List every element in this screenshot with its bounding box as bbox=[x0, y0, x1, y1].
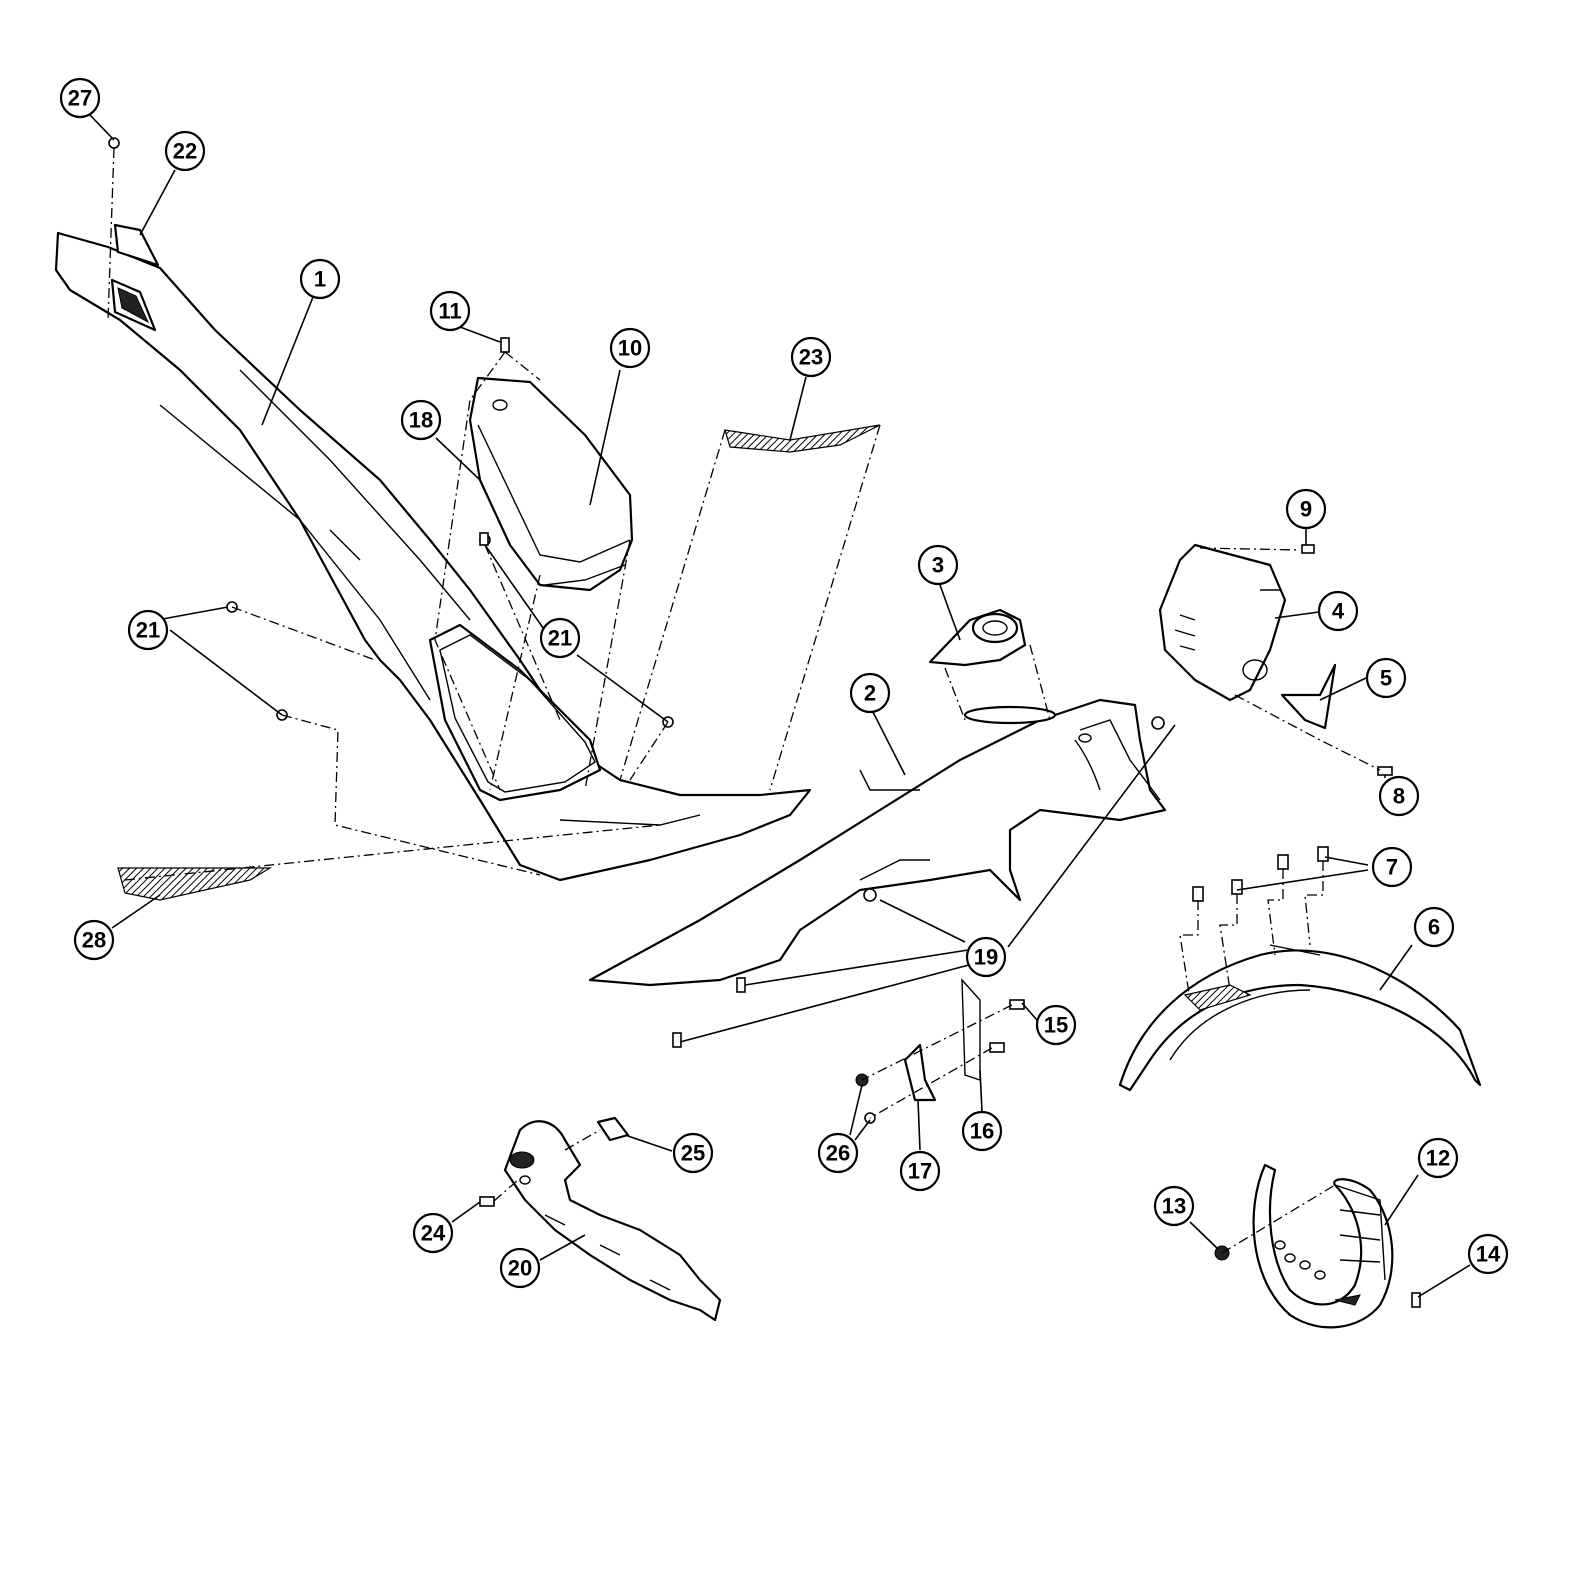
svg-text:20: 20 bbox=[508, 1256, 532, 1281]
callouts: 27 22 1 11 10 23 18 9 3 4 21 21 5 2 8 7 … bbox=[59, 77, 1509, 1289]
callout-23: 23 bbox=[790, 336, 832, 378]
callout-19: 19 bbox=[965, 936, 1007, 978]
svg-text:21: 21 bbox=[548, 626, 572, 651]
callout-22: 22 bbox=[164, 130, 206, 172]
bolt-7-d bbox=[1317, 846, 1329, 862]
callout-16: 16 bbox=[961, 1110, 1003, 1152]
bolt-14 bbox=[1411, 1292, 1421, 1308]
part-10-upper-cover bbox=[468, 376, 634, 592]
svg-text:15: 15 bbox=[1044, 1013, 1068, 1038]
callout-28: 28 bbox=[73, 919, 115, 961]
svg-text:25: 25 bbox=[681, 1141, 705, 1166]
svg-text:7: 7 bbox=[1386, 855, 1398, 880]
bolt-18 bbox=[479, 532, 489, 546]
svg-text:9: 9 bbox=[1300, 497, 1312, 522]
callout-26: 26 bbox=[817, 1132, 859, 1174]
svg-text:24: 24 bbox=[421, 1221, 446, 1246]
svg-text:18: 18 bbox=[409, 408, 433, 433]
callout-5: 5 bbox=[1365, 657, 1407, 699]
svg-text:8: 8 bbox=[1393, 784, 1405, 809]
part-12-disc-guard bbox=[1252, 1163, 1394, 1329]
callout-7: 7 bbox=[1371, 846, 1413, 888]
svg-text:3: 3 bbox=[932, 553, 944, 578]
svg-text:2: 2 bbox=[864, 681, 876, 706]
callout-6: 6 bbox=[1413, 906, 1455, 948]
callout-21-left: 21 bbox=[127, 609, 169, 651]
part-6-front-fender bbox=[1118, 944, 1482, 1092]
assembly-lines bbox=[107, 147, 1381, 1254]
callout-15: 15 bbox=[1035, 1004, 1077, 1046]
svg-text:14: 14 bbox=[1476, 1242, 1501, 1267]
part-1-side-cover bbox=[54, 231, 812, 882]
bolt-8 bbox=[1377, 766, 1393, 776]
callout-8: 8 bbox=[1378, 775, 1420, 817]
svg-text:4: 4 bbox=[1332, 599, 1345, 624]
bolt-19-c bbox=[736, 977, 746, 993]
bolt-19-d bbox=[672, 1032, 682, 1048]
callout-20: 20 bbox=[499, 1247, 541, 1289]
part-5-bracket-plate bbox=[1280, 663, 1337, 730]
part-2-floor-cover bbox=[588, 698, 1167, 987]
bolt-15-a bbox=[1009, 999, 1025, 1010]
callout-14: 14 bbox=[1467, 1233, 1509, 1275]
part-3-filler-neck bbox=[928, 608, 1057, 725]
leader-lines bbox=[89, 114, 1471, 1298]
svg-text:17: 17 bbox=[908, 1159, 932, 1184]
callout-3: 3 bbox=[917, 544, 959, 586]
part-25-clip bbox=[596, 1116, 630, 1142]
callout-10: 10 bbox=[609, 327, 651, 369]
svg-text:22: 22 bbox=[173, 139, 197, 164]
callout-17: 17 bbox=[899, 1150, 941, 1192]
svg-text:13: 13 bbox=[1162, 1194, 1186, 1219]
bolt-19-a bbox=[1151, 716, 1165, 730]
callout-13: 13 bbox=[1153, 1185, 1195, 1227]
bolt-24 bbox=[479, 1196, 495, 1207]
callout-18: 18 bbox=[400, 399, 442, 441]
part-17-bracket bbox=[903, 1043, 937, 1102]
svg-text:19: 19 bbox=[974, 945, 998, 970]
svg-text:12: 12 bbox=[1426, 1146, 1450, 1171]
part-16-bracket bbox=[961, 978, 981, 1081]
svg-text:5: 5 bbox=[1380, 666, 1392, 691]
svg-text:16: 16 bbox=[970, 1119, 994, 1144]
callout-27: 27 bbox=[59, 77, 101, 119]
svg-text:11: 11 bbox=[438, 299, 461, 324]
part-4-bracket bbox=[1158, 543, 1287, 702]
callout-21-center: 21 bbox=[539, 617, 581, 659]
bolt-7-b bbox=[1231, 879, 1243, 895]
bolt-7-c bbox=[1277, 854, 1289, 870]
callout-25: 25 bbox=[672, 1132, 714, 1174]
svg-text:23: 23 bbox=[799, 345, 823, 370]
part-23-front-panel bbox=[724, 424, 881, 453]
bolt-19-b bbox=[863, 888, 877, 902]
svg-text:27: 27 bbox=[68, 86, 92, 111]
svg-text:6: 6 bbox=[1428, 915, 1440, 940]
callout-24: 24 bbox=[412, 1212, 454, 1254]
svg-text:26: 26 bbox=[826, 1141, 850, 1166]
callout-4: 4 bbox=[1317, 590, 1359, 632]
bolt-15-b bbox=[989, 1042, 1005, 1053]
svg-text:21: 21 bbox=[136, 618, 160, 643]
callout-1: 1 bbox=[299, 258, 341, 300]
bolt-7-a bbox=[1192, 886, 1204, 902]
svg-text:1: 1 bbox=[314, 267, 326, 292]
svg-text:10: 10 bbox=[618, 336, 642, 361]
callout-11: 11 bbox=[429, 290, 471, 332]
bolt-11 bbox=[500, 337, 510, 353]
bolt-9 bbox=[1301, 544, 1315, 554]
part-20-grab-rail bbox=[503, 1120, 722, 1322]
callout-12: 12 bbox=[1417, 1137, 1459, 1179]
callout-2: 2 bbox=[849, 672, 891, 714]
callout-9: 9 bbox=[1285, 488, 1327, 530]
part-22-emblem bbox=[110, 223, 160, 332]
svg-text:28: 28 bbox=[82, 928, 106, 953]
fasteners bbox=[108, 137, 1421, 1308]
